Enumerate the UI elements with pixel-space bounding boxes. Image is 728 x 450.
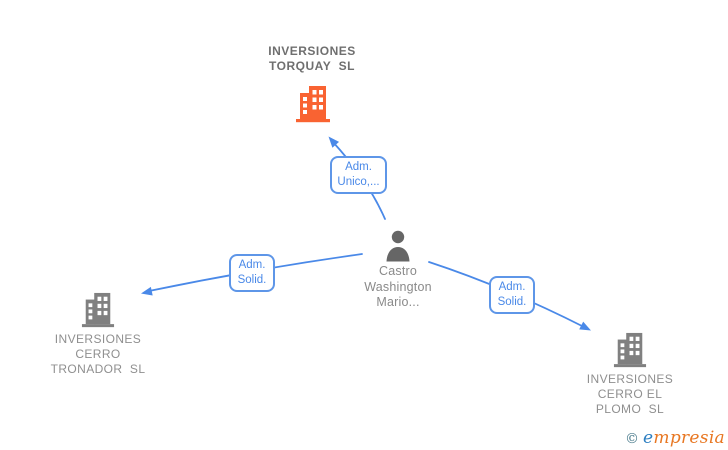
node-person[interactable]: Castro Washington Mario... <box>318 264 478 311</box>
empresia-e: e <box>643 428 654 448</box>
building-icon <box>81 292 115 328</box>
empresia-wordmark: empresia <box>643 428 725 448</box>
building-icon <box>613 332 647 368</box>
building-icon <box>296 86 330 123</box>
company-name: INVERSIONES CERRO TRONADOR SL <box>50 332 146 376</box>
company-name: INVERSIONES TORQUAY SL <box>268 44 356 73</box>
node-company-plomo-icon[interactable] <box>613 330 647 373</box>
empresia-rest: mpresia <box>653 428 725 448</box>
edge-label-adm-unico[interactable]: Adm. Unico,... <box>330 156 387 194</box>
arrowhead-icon <box>141 286 153 296</box>
node-company-torquay-icon[interactable] <box>295 83 331 128</box>
company-name: INVERSIONES CERRO EL PLOMO SL <box>586 372 674 416</box>
person-name: Castro Washington Mario... <box>364 264 432 309</box>
edge-label-adm-solid-right[interactable]: Adm. Solid. <box>489 276 535 314</box>
arrowhead-icon <box>328 136 340 148</box>
node-company-torquay[interactable]: INVERSIONES TORQUAY SL <box>212 44 412 74</box>
person-icon <box>386 230 410 262</box>
node-company-tronador-icon[interactable] <box>81 290 115 333</box>
node-person-icon[interactable] <box>384 229 412 267</box>
arrowhead-icon <box>579 321 591 331</box>
node-company-plomo[interactable]: INVERSIONES CERRO EL PLOMO SL <box>550 372 710 417</box>
empresia-logo[interactable]: © empresia <box>625 428 725 448</box>
edge-label-adm-solid-left[interactable]: Adm. Solid. <box>229 254 275 292</box>
copyright-icon: © <box>625 431 640 447</box>
node-company-tronador[interactable]: INVERSIONES CERRO TRONADOR SL <box>18 332 178 377</box>
